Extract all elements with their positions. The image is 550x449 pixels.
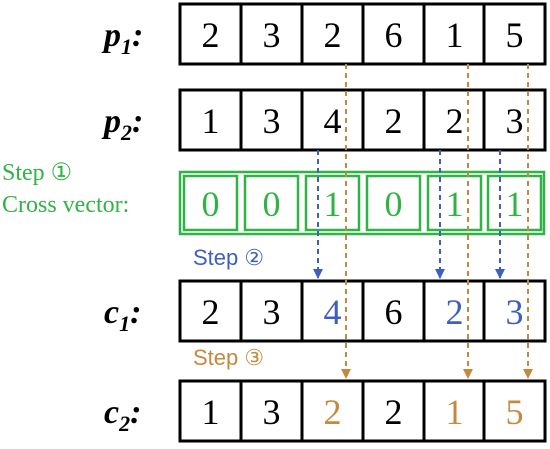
cell-value: 2 (385, 101, 403, 141)
cross-vector-outer (178, 170, 546, 236)
cell-box (239, 379, 304, 443)
cell-value: 2 (324, 15, 342, 55)
row-label-c1: c1: (104, 294, 141, 336)
cell-value: 2 (202, 15, 220, 55)
cell-value: 5 (506, 392, 524, 432)
cell-value: 2 (202, 292, 220, 332)
cell-value: 3 (506, 292, 524, 332)
cross-vector: Step ① Cross vector: 0 0 1 0 1 1 (2, 160, 546, 236)
step3-label: Step ③ (193, 345, 264, 370)
cell-value: 5 (506, 15, 524, 55)
cell-box (422, 279, 487, 343)
row-label-c2: c2: (104, 394, 141, 436)
cell-value: 3 (506, 101, 524, 141)
cell-value: 2 (446, 292, 464, 332)
row-label-p2: p2: (101, 103, 143, 145)
cell-box (300, 379, 365, 443)
cross-vector-value: 1 (324, 184, 342, 224)
row-label-p1: p1: (101, 17, 143, 59)
cell-box (178, 379, 243, 443)
cell-value: 2 (324, 392, 342, 432)
cell-box (482, 279, 547, 343)
cell-value: 6 (385, 15, 403, 55)
cell-box (300, 2, 365, 66)
cross-vector-value: 0 (263, 184, 281, 224)
cell-box (178, 279, 243, 343)
row-p2: p2: 1 3 4 2 2 3 (101, 88, 547, 152)
cell-value: 6 (385, 292, 403, 332)
cross-vector-value: 1 (506, 184, 524, 224)
cell-box (422, 2, 487, 66)
row-c1: c1: 2 3 4 6 2 3 (104, 279, 547, 343)
cell-box (361, 88, 426, 152)
cross-vector-cell (243, 174, 300, 232)
cell-box (482, 88, 547, 152)
cell-box (482, 379, 547, 443)
cell-box (300, 88, 365, 152)
cell-value: 1 (446, 15, 464, 55)
step2-label: Step ② (193, 245, 264, 270)
cell-value: 4 (324, 101, 342, 141)
cross-vector-cell (426, 174, 483, 232)
row-p1: p1: 2 3 2 6 1 5 (101, 2, 547, 66)
cell-value: 1 (446, 392, 464, 432)
cross-vector-cell (304, 174, 361, 232)
cell-value: 4 (324, 292, 342, 332)
cell-box (239, 88, 304, 152)
step1-label: Step ① (2, 160, 72, 186)
cross-vector-cell (182, 174, 239, 232)
cell-value: 1 (202, 101, 220, 141)
cross-vector-cell (365, 174, 422, 232)
cell-box (239, 279, 304, 343)
cross-vector-value: 0 (385, 184, 403, 224)
cell-box (422, 379, 487, 443)
cell-box (178, 88, 243, 152)
row-c2: c2: 1 3 2 2 1 5 (104, 379, 547, 443)
cell-value: 3 (263, 15, 281, 55)
cross-vector-title: Cross vector: (2, 192, 129, 218)
cell-value: 1 (202, 392, 220, 432)
cell-box (239, 2, 304, 66)
cell-value: 3 (263, 101, 281, 141)
cell-value: 3 (263, 292, 281, 332)
cell-box (361, 279, 426, 343)
cross-vector-value: 1 (446, 184, 464, 224)
cross-vector-cell (486, 174, 543, 232)
cross-vector-value: 0 (202, 184, 220, 224)
cell-value: 2 (446, 101, 464, 141)
cell-value: 2 (385, 392, 403, 432)
cell-box (178, 2, 243, 66)
cell-value: 3 (263, 392, 281, 432)
cell-box (482, 2, 547, 66)
